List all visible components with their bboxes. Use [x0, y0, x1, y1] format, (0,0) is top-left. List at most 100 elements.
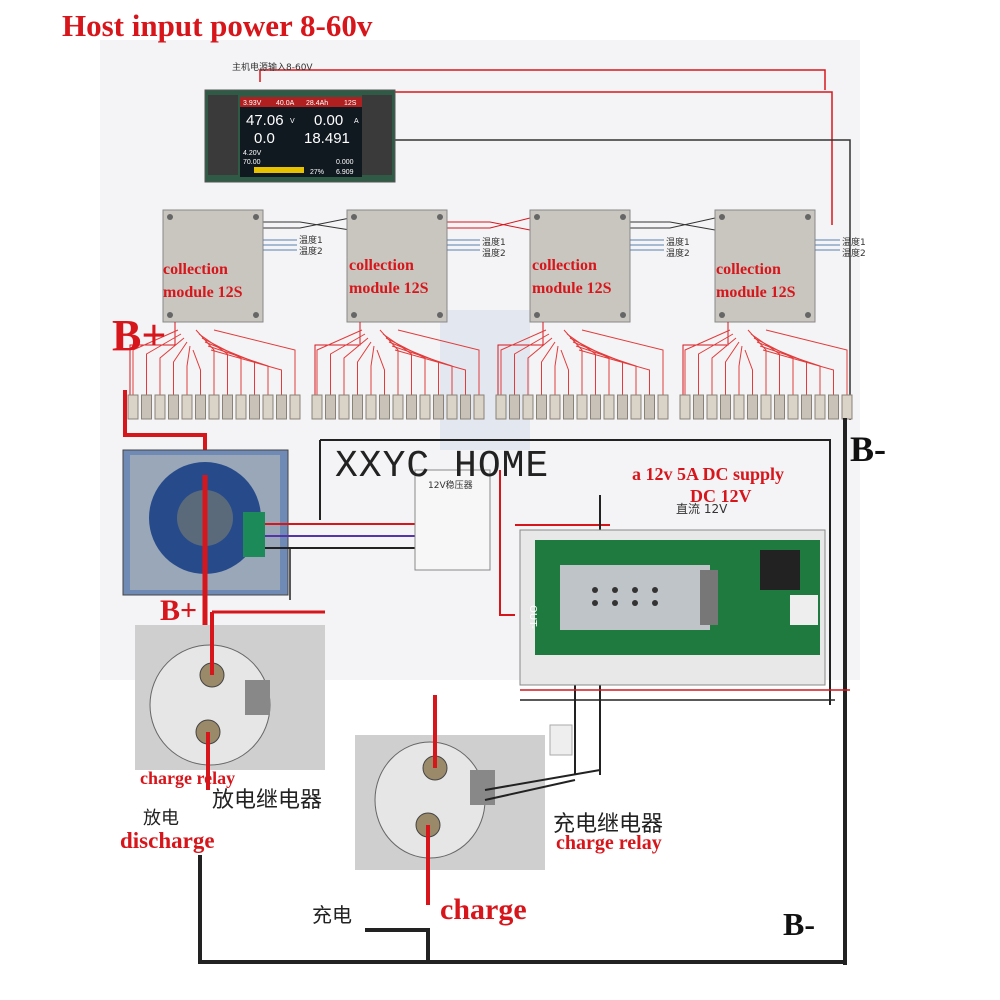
module-3: [529, 209, 631, 323]
display-br-2: 6.909: [336, 169, 354, 176]
battery-cell: [774, 394, 785, 420]
display-current-unit: A: [354, 118, 359, 125]
balance-lead: [397, 329, 480, 395]
display-br-1: 0.000: [336, 159, 354, 166]
balance-lead: [210, 349, 282, 395]
balance-lead: [357, 341, 372, 395]
display-voltage: 47.06: [246, 112, 284, 129]
balance-lead: [541, 341, 556, 395]
watermark: XXYC HOME: [335, 445, 550, 488]
charge-label-en: charge: [440, 893, 527, 926]
balance-lead: [698, 333, 734, 395]
battery-cell: [446, 394, 458, 420]
battery-cell: [576, 394, 588, 420]
balance-lead: [554, 345, 559, 395]
battery-cell: [787, 394, 799, 420]
battery-cell: [828, 394, 839, 420]
battery-cell: [365, 394, 377, 420]
balance-lead: [186, 345, 191, 395]
battery-cell: [747, 394, 758, 420]
balance-lead: [343, 337, 369, 395]
battery-cell: [460, 394, 471, 420]
display-current-max: 40.0A: [276, 100, 295, 107]
page-title: Host input power 8-60v: [62, 8, 373, 43]
module-2: [346, 209, 448, 323]
battery-cell: [590, 394, 601, 420]
bminus-bottom-label: B-: [783, 906, 815, 942]
battery-cell: [338, 394, 350, 420]
charge-relay-label-en: charge relay: [556, 832, 662, 854]
battery-cell: [154, 394, 166, 420]
bminus-right-label: B-: [850, 429, 886, 469]
dc-label-cn: 直流 12V: [676, 502, 728, 516]
display-voltage-unit: V: [290, 118, 295, 125]
battery-cell: [814, 394, 826, 420]
battery-cell: [127, 394, 139, 420]
display-series: 12S: [344, 100, 357, 107]
battery-cell: [325, 394, 336, 420]
battery-cell: [473, 394, 485, 420]
battery-cell: [801, 394, 812, 420]
module-2-label: collection module 12S: [349, 257, 429, 297]
balance-lead: [192, 349, 201, 395]
balance-lead: [394, 349, 466, 395]
battery-cell: [760, 394, 772, 420]
discharge-relay: [135, 625, 325, 770]
battery-cell: [352, 394, 363, 420]
balance-lead: [173, 341, 188, 395]
battery-cell: [311, 394, 323, 420]
display-percent: 27%: [310, 169, 324, 176]
display-current: 0.00: [314, 112, 343, 129]
battery-cell: [630, 394, 642, 420]
battery-cell: [141, 394, 152, 420]
bplus-mid-label: B+: [160, 594, 198, 627]
balance-lead: [762, 349, 834, 395]
module-1: [162, 209, 264, 323]
discharge-relay-label-en: charge relay: [140, 768, 236, 788]
battery-cell: [208, 394, 220, 420]
battery-cell: [419, 394, 431, 420]
battery-cell: [181, 394, 193, 420]
balance-lead: [146, 333, 182, 395]
display-power: 18.491: [304, 130, 350, 147]
balance-lead: [581, 329, 664, 395]
balance-lead: [566, 333, 596, 395]
battery-cell: [495, 394, 507, 420]
charge-relay-label-cn: 充电继电器: [553, 812, 664, 837]
battery-cell: [379, 394, 390, 420]
battery-cell: [617, 394, 628, 420]
bplus-top-label: B+: [112, 311, 167, 360]
battery-cell: [657, 394, 669, 420]
module-1-label: collection module 12S: [163, 261, 243, 301]
battery-cell: [536, 394, 547, 420]
balance-lead: [159, 337, 185, 395]
module-3-label: collection module 12S: [532, 257, 612, 297]
battery-cell: [693, 394, 704, 420]
balance-lead: [560, 349, 569, 395]
host-power-wire: [259, 69, 833, 225]
regulator: [414, 469, 491, 571]
display-cell-row-1: 4.20V: [243, 150, 262, 157]
battery-cell: [509, 394, 520, 420]
board-out-label: OUT-: [527, 605, 538, 629]
module-4-label: collection module 12S: [716, 261, 796, 301]
balance-lead: [684, 329, 731, 395]
battery-cell: [841, 394, 853, 420]
battery-cell: [222, 394, 233, 420]
control-board: [519, 529, 826, 686]
battery-cell: [733, 394, 745, 420]
battery-cell: [195, 394, 206, 420]
balance-lead: [316, 329, 363, 395]
balance-lead: [765, 329, 848, 395]
balance-lead: [382, 333, 412, 395]
battery-cell: [679, 394, 691, 420]
discharge-label-en: discharge: [120, 828, 215, 853]
battery-cell: [392, 394, 404, 420]
battery-cell: [644, 394, 655, 420]
balance-lead: [330, 333, 366, 395]
display-capacity: 28.4Ah: [306, 100, 328, 107]
balance-wires: [129, 322, 729, 395]
